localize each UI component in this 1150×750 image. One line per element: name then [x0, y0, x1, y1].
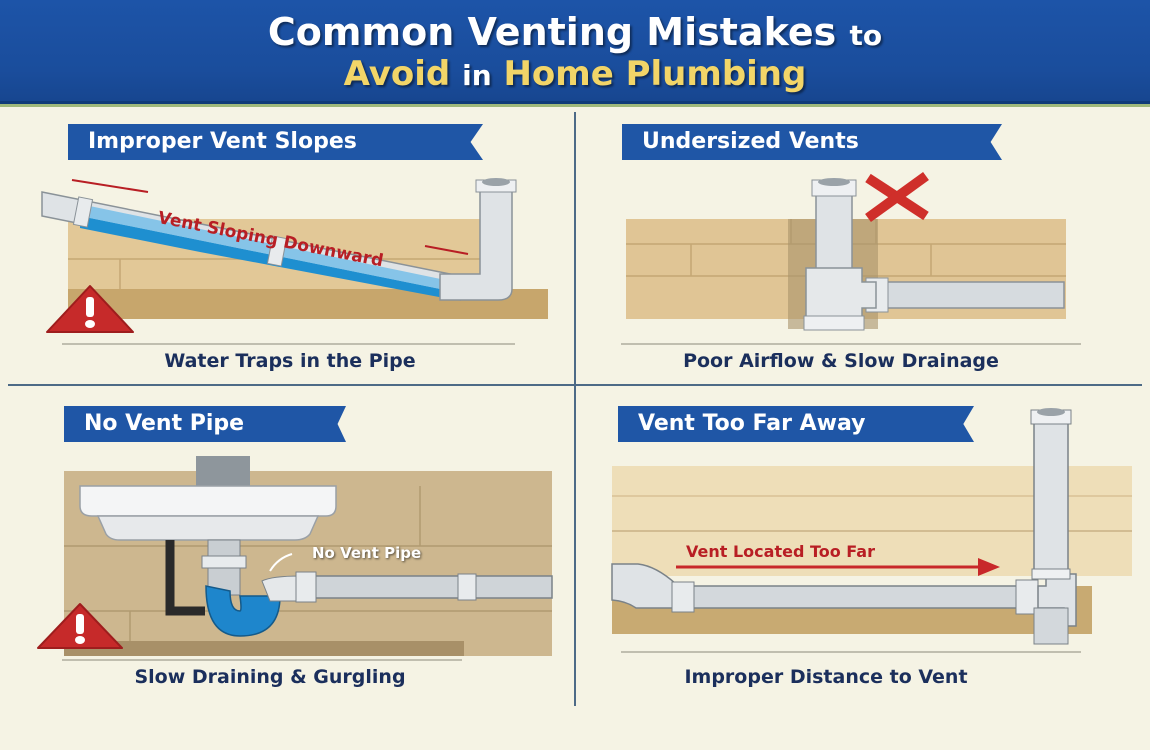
panel-title-banner: Undersized Vents — [622, 124, 1002, 160]
panel-caption: Water Traps in the Pipe — [164, 350, 416, 372]
arrow-right-icon — [676, 558, 1000, 576]
title-text: Common Venting Mistakes — [267, 10, 837, 54]
panel-improper-vent-slopes: Improper Vent Slopes Vent Sloping Downwa… — [0, 104, 574, 384]
no-vent-pipe-label: No Vent Pipe — [312, 544, 422, 562]
title-text-in: in — [462, 59, 492, 92]
panel-undersized-vents: Undersized Vents Poor Airflow & Slow Dra… — [576, 104, 1150, 384]
warning-triangle-icon — [46, 285, 134, 333]
vent-located-too-far-label: Vent Located Too Far — [686, 542, 875, 561]
panel-title-banner: Vent Too Far Away — [618, 406, 974, 442]
title-text-avoid: Avoid — [343, 54, 451, 94]
vent-too-far-illustration — [611, 408, 1132, 653]
horizontal-divider — [8, 384, 1142, 386]
warning-triangle-icon — [37, 603, 123, 649]
title-text-home-plumbing: Home Plumbing — [503, 54, 807, 94]
undersized-vent-illustration — [621, 171, 1081, 345]
panel-no-vent-pipe: No Vent Pipe No Vent Pipe Slow Dr — [0, 386, 574, 706]
red-x-icon — [865, 171, 929, 223]
panel-caption: Improper Distance to Vent — [684, 666, 968, 688]
panel-caption: Poor Airflow & Slow Drainage — [683, 350, 999, 372]
panel-title-banner: No Vent Pipe — [64, 406, 346, 442]
panel-vent-too-far-away: Vent Too Far Away Vent Located Too Far I… — [576, 386, 1150, 706]
vertical-divider — [574, 112, 576, 706]
sloped-pipe-illustration — [41, 178, 548, 345]
panel-title-banner: Improper Vent Slopes — [68, 124, 483, 160]
panel-caption: Slow Draining & Gurgling — [134, 666, 406, 688]
page-title-line-1: Common Venting Mistakes to — [0, 10, 1150, 54]
header-banner: Common Venting Mistakes to Avoid in Home… — [0, 0, 1150, 107]
sink-no-vent-illustration — [37, 456, 553, 661]
page-title-line-2: Avoid in Home Plumbing — [0, 54, 1150, 94]
title-text-to: to — [849, 19, 883, 52]
